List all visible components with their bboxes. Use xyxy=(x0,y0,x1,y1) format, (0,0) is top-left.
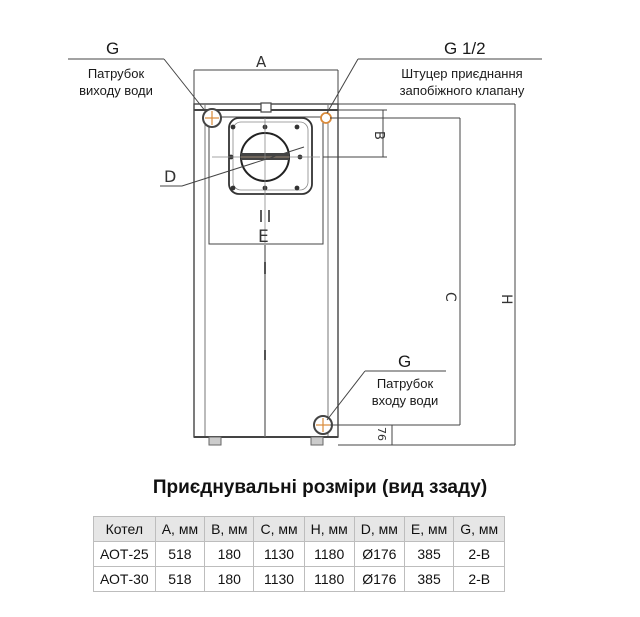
fitting-callout-leader xyxy=(326,58,359,114)
cell-g: 2-В xyxy=(453,566,506,592)
label-c: C xyxy=(442,292,458,302)
outlet-callout-leader xyxy=(163,58,207,113)
table-header-row: Котел A, мм B, мм C, мм H, мм D, мм E, м… xyxy=(93,516,506,542)
inlet-callout-line2: входу води xyxy=(372,393,438,408)
header-e: E, мм xyxy=(403,516,455,542)
header-h: H, мм xyxy=(303,516,355,542)
header-c: C, мм xyxy=(253,516,305,542)
safety-valve-fitting xyxy=(320,112,332,124)
boiler-rear-view-diagram: E A B C H 76 D G Патрубок виходу води G … xyxy=(68,39,542,446)
label-e: E xyxy=(258,227,269,247)
cell-a: 518 xyxy=(154,566,206,592)
fitting-callout-line2: запобіжного клапану xyxy=(400,83,525,98)
leader-d xyxy=(160,146,305,187)
label-g-half: G 1/2 xyxy=(444,39,486,58)
cell-h: 1180 xyxy=(303,566,355,592)
label-h: H xyxy=(498,294,514,305)
cell-h: 1180 xyxy=(303,541,355,567)
header-model: Котел xyxy=(93,516,156,542)
cell-model: АОТ-25 xyxy=(93,541,156,567)
header-b: B, мм xyxy=(204,516,255,542)
cell-g: 2-В xyxy=(453,541,506,567)
cell-a: 518 xyxy=(154,541,206,567)
cell-d: Ø176 xyxy=(353,566,405,592)
header-a: A, мм xyxy=(154,516,206,542)
flue-box-frame xyxy=(208,116,324,245)
cell-e: 385 xyxy=(403,566,455,592)
outlet-callout-line2: виходу води xyxy=(79,83,153,98)
inlet-callout-leader xyxy=(326,370,366,421)
dimensions-table-title: Приєднувальні розміри (вид ззаду) xyxy=(152,477,488,498)
center-marks xyxy=(260,210,270,360)
label-d: D xyxy=(164,167,176,186)
inlet-callout-line1: Патрубок xyxy=(377,376,434,391)
header-d: D, мм xyxy=(353,516,405,542)
label-76: 76 xyxy=(375,427,388,441)
cell-c: 1130 xyxy=(253,566,305,592)
label-g-outlet: G xyxy=(106,39,119,58)
cell-e: 385 xyxy=(403,541,455,567)
cell-model: АОТ-30 xyxy=(93,566,156,592)
fitting-callout-line1: Штуцер приєднання xyxy=(401,66,522,81)
boiler-foot-left xyxy=(208,436,222,446)
label-b: B xyxy=(371,131,386,140)
table-row: АОТ-25 518 180 1130 1180 Ø176 385 2-В xyxy=(93,541,506,567)
outlet-callout-line1: Патрубок xyxy=(88,66,145,81)
dimensions-table: Котел A, мм B, мм C, мм H, мм D, мм E, м… xyxy=(93,516,506,592)
cell-d: Ø176 xyxy=(353,541,405,567)
boiler-foot-right xyxy=(310,436,324,446)
cell-b: 180 xyxy=(204,566,255,592)
cell-b: 180 xyxy=(204,541,255,567)
label-a: A xyxy=(256,53,267,71)
table-row: АОТ-30 518 180 1130 1180 Ø176 385 2-В xyxy=(93,566,506,592)
label-g-inlet: G xyxy=(398,352,411,371)
top-center-fitting xyxy=(260,102,272,113)
header-g: G, мм xyxy=(453,516,506,542)
cell-c: 1130 xyxy=(253,541,305,567)
